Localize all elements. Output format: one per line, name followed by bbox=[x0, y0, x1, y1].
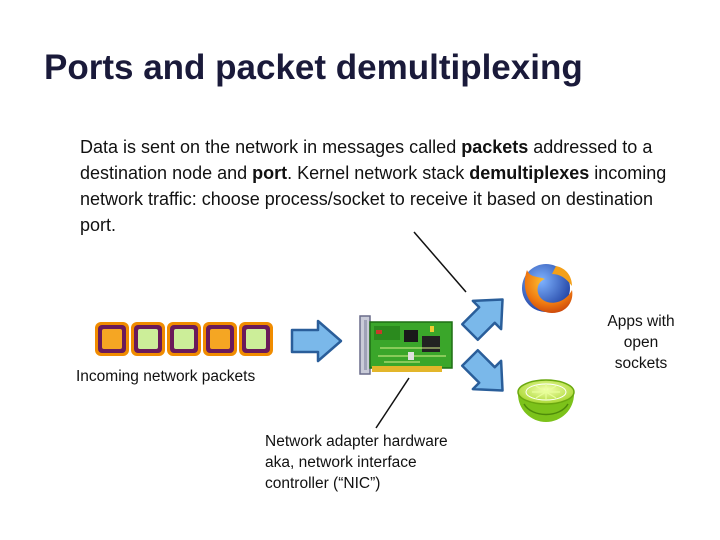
pointer-line-nic-label bbox=[375, 377, 410, 429]
packet-fill bbox=[210, 329, 230, 349]
packet-fill bbox=[102, 329, 122, 349]
apps-label-line: sockets bbox=[614, 355, 668, 372]
body-text-part: . Kernel network stack bbox=[287, 163, 470, 183]
apps-label-line: Apps with bbox=[607, 313, 675, 330]
body-bold-term: packets bbox=[461, 137, 529, 157]
apps-label: Apps with open sockets bbox=[598, 311, 684, 374]
body-bold-term: port bbox=[252, 163, 288, 183]
body-bold-term: demultiplexes bbox=[469, 163, 590, 183]
arrow-to-limewire bbox=[460, 348, 504, 392]
nic-label-line: Network adapter hardware bbox=[265, 433, 448, 450]
body-text-part: incoming network traffic: choose process… bbox=[80, 163, 667, 235]
packet-queue bbox=[95, 322, 273, 356]
packet-fill bbox=[174, 329, 194, 349]
limewire-icon bbox=[517, 379, 575, 422]
nic-label-line: aka, network interface bbox=[265, 454, 417, 471]
arrow-to-firefox bbox=[460, 298, 504, 342]
body-text-part: addressed to a destination node and bbox=[80, 137, 653, 183]
arrow-to-nic bbox=[290, 319, 343, 363]
slide-body-text: Data is sent on the network in messages … bbox=[80, 134, 680, 238]
packet-fill bbox=[246, 329, 266, 349]
body-text-part: Data is sent on the network in messages … bbox=[80, 137, 462, 157]
nic-label-line: controller (“NIC”) bbox=[265, 475, 381, 492]
nic-label: Network adapter hardware aka, network in… bbox=[265, 431, 495, 494]
pointer-line-text-to-apps bbox=[413, 231, 467, 293]
firefox-icon bbox=[522, 264, 573, 313]
nic-card-icon bbox=[359, 315, 453, 375]
packet-fill bbox=[138, 329, 158, 349]
apps-label-line: open bbox=[623, 334, 659, 351]
incoming-packets-label: Incoming network packets bbox=[76, 368, 256, 385]
slide-title: Ports and packet demultiplexing bbox=[44, 48, 583, 87]
